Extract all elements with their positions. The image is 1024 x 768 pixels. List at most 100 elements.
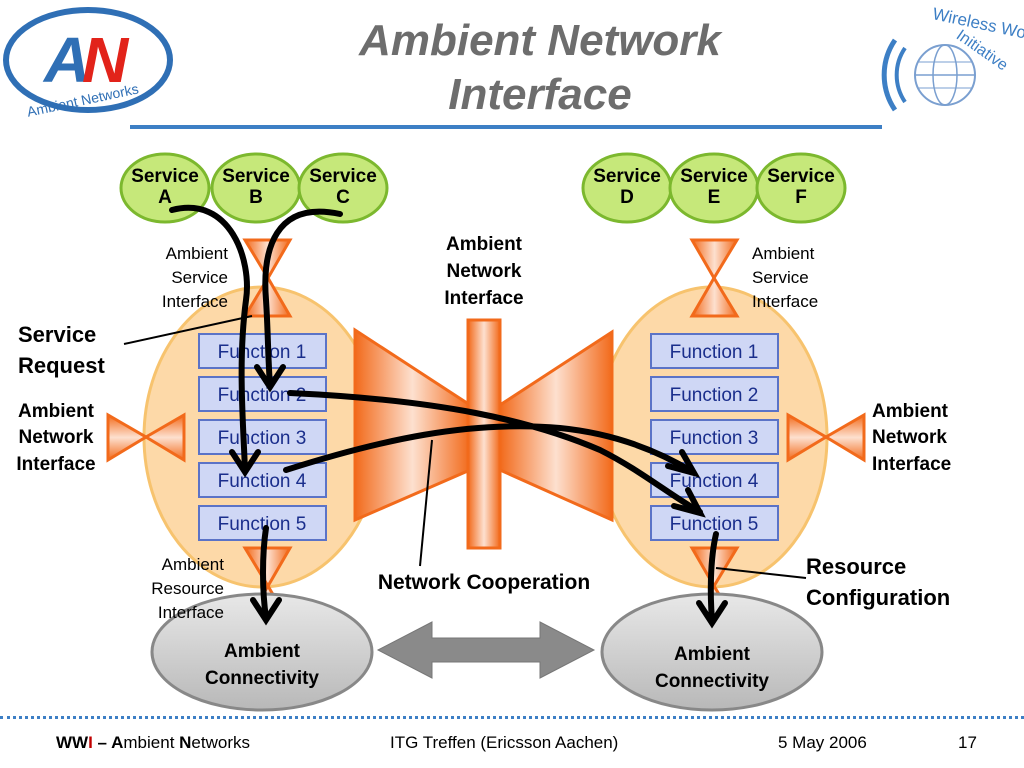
footer-left: WWI – Ambient Networks xyxy=(56,733,250,753)
right-function-2-label: Function 2 xyxy=(670,385,759,406)
footer-left-a: A xyxy=(111,733,124,752)
service-f-bubble[interactable] xyxy=(755,152,847,224)
flow-service-c-to-function-2 xyxy=(262,208,343,388)
slide-title: Ambient Network Interface xyxy=(260,14,820,122)
right-service-interface-label-1: Ambient xyxy=(752,244,815,263)
left-service-interface-label-2: Service xyxy=(171,268,228,287)
flow-right-resource-arrowhead xyxy=(696,600,728,629)
right-function-3-label: Function 3 xyxy=(670,428,759,449)
right-function-1[interactable] xyxy=(650,333,779,369)
left-network-interface-label-1: Ambient xyxy=(18,401,95,422)
footer-center: ITG Treffen (Ericsson Aachen) xyxy=(390,733,619,752)
svg-text:N: N xyxy=(82,24,130,96)
left-function-5-label: Function 5 xyxy=(218,514,307,535)
left-function-4-label: Function 4 xyxy=(218,471,307,492)
flow-arrows xyxy=(169,204,728,629)
center-ani-label-3: Interface xyxy=(444,288,523,309)
connectivity-double-arrow xyxy=(376,621,596,679)
flow-function-4-arrowhead xyxy=(665,449,701,478)
left-function-4[interactable] xyxy=(198,462,327,498)
right-function-2[interactable] xyxy=(650,376,779,412)
left-network-interface-label-3: Interface xyxy=(16,454,95,475)
flow-left-resource-arrowhead xyxy=(250,597,282,626)
right-services: Service D Service E Service F xyxy=(581,152,847,224)
slide-title-line2: Interface xyxy=(448,70,632,119)
footer-left-dash: – xyxy=(92,733,112,752)
left-connectivity-line2: Connectivity xyxy=(205,668,319,689)
flow-left-function-5-to-connectivity xyxy=(260,525,269,621)
slide-title-line1: Ambient Network xyxy=(359,16,721,65)
service-request-callout xyxy=(123,315,253,345)
left-network-interface-connector xyxy=(106,412,186,463)
center-ani-label-1: Ambient xyxy=(446,234,523,255)
service-d-label: Service xyxy=(593,166,661,187)
service-request-label-2: Request xyxy=(18,353,105,378)
right-network-interface-label-1: Ambient xyxy=(872,401,949,422)
service-request-label-1: Service xyxy=(18,322,96,347)
left-functions: Function 1 Function 2 Function 3 Functio… xyxy=(198,333,327,541)
left-services: Service A Service B Service C xyxy=(119,152,389,224)
resource-configuration-label-1: Resource xyxy=(806,554,906,579)
central-network-interface-bar xyxy=(466,318,502,550)
service-b-label: Service xyxy=(222,166,290,187)
right-function-1-label: Function 1 xyxy=(670,342,759,363)
service-f-id: F xyxy=(795,187,807,208)
right-functions: Function 1 Function 2 Function 3 Functio… xyxy=(650,333,779,541)
resource-configuration-label-2: Configuration xyxy=(806,585,950,610)
left-function-1[interactable] xyxy=(198,333,327,369)
flow-function-2-arrowhead xyxy=(671,487,706,518)
footer-page-number: 17 xyxy=(958,733,977,752)
flow-service-a-arrowhead xyxy=(229,449,261,478)
right-function-4-label: Function 4 xyxy=(670,471,759,492)
left-connectivity-line1: Ambient xyxy=(224,641,301,662)
svg-text:A: A xyxy=(42,24,90,96)
service-c-label: Service xyxy=(309,166,377,187)
right-function-3[interactable] xyxy=(650,419,779,455)
flow-right-function-5-to-connectivity xyxy=(707,531,719,623)
flow-service-c-arrowhead xyxy=(254,364,286,393)
footer-left-n: N xyxy=(179,733,192,752)
left-service-interface-label-3: Interface xyxy=(162,292,228,311)
left-resource-interface-label-1: Ambient xyxy=(162,555,225,574)
footer-dotted-rule xyxy=(0,716,1024,719)
right-function-5-label: Function 5 xyxy=(670,514,759,535)
footer-date: 5 May 2006 xyxy=(778,733,867,752)
service-e-id: E xyxy=(708,187,721,208)
service-b-id: B xyxy=(249,187,263,208)
network-cooperation-label: Network Cooperation xyxy=(378,571,590,594)
right-service-interface-connector xyxy=(689,238,740,318)
left-resource-interface-label-3: Interface xyxy=(158,603,224,622)
left-network-interface-label-2: Network xyxy=(19,427,94,448)
ambient-networks-logo: A N Ambient Networks xyxy=(3,7,173,120)
wireless-world-initiative-logo: Wireless World Initiative xyxy=(881,4,1024,112)
service-c-bubble[interactable] xyxy=(297,152,389,224)
footer-left-mbient: mbient xyxy=(123,733,180,752)
resource-configuration-callout xyxy=(715,567,807,579)
left-service-interface-label-1: Ambient xyxy=(166,244,229,263)
service-d-id: D xyxy=(620,187,634,208)
right-connectivity-line1: Ambient xyxy=(674,644,751,665)
left-function-3[interactable] xyxy=(198,419,327,455)
right-service-interface-label-2: Service xyxy=(752,268,809,287)
service-e-label: Service xyxy=(680,166,748,187)
right-network-interface-label-2: Network xyxy=(872,427,947,448)
right-network-interface-connector xyxy=(786,412,866,463)
service-a-id: A xyxy=(158,187,172,208)
flow-service-a-to-function-4 xyxy=(169,204,250,473)
flow-function-2-to-right-function-5 xyxy=(287,390,703,515)
left-function-1-label: Function 1 xyxy=(218,342,307,363)
service-f-label: Service xyxy=(767,166,835,187)
right-connectivity-line2: Connectivity xyxy=(655,671,769,692)
right-network-interface-label-3: Interface xyxy=(872,454,951,475)
left-cooperation-funnel xyxy=(353,327,472,523)
flow-function-4-to-right-function-4 xyxy=(283,423,696,475)
left-function-3-label: Function 3 xyxy=(218,428,307,449)
right-service-interface-label-3: Interface xyxy=(752,292,818,311)
center-ani-label-2: Network xyxy=(447,261,522,282)
title-rule xyxy=(130,125,882,129)
footer-left-etworks: etworks xyxy=(191,733,250,752)
left-resource-interface-label-2: Resource xyxy=(151,579,224,598)
service-c-id: C xyxy=(336,187,350,208)
network-cooperation-callout xyxy=(419,439,433,567)
